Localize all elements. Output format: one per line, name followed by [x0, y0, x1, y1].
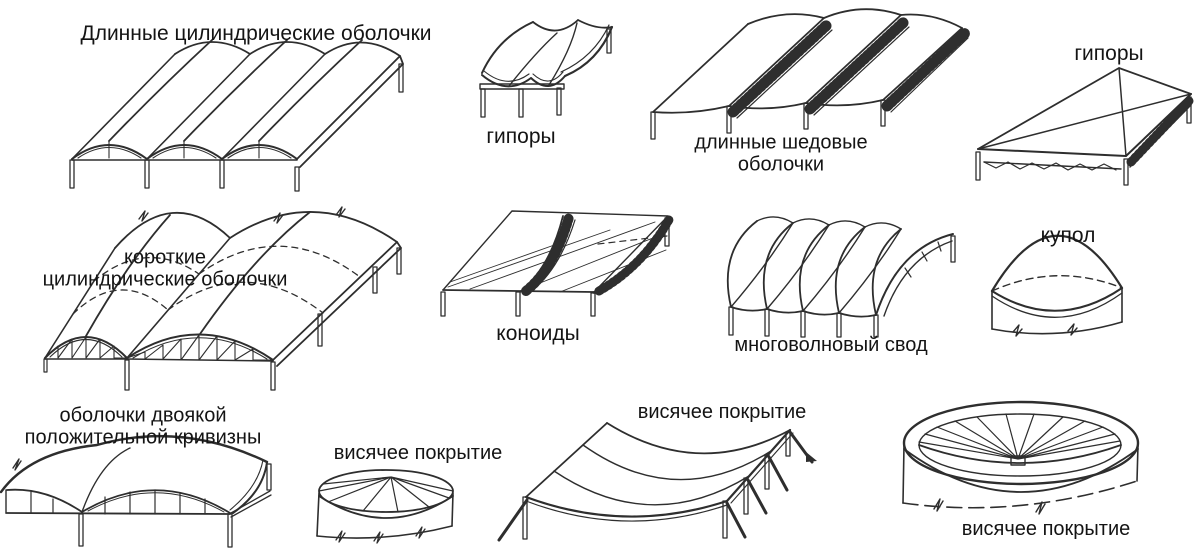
label-text: купол: [1040, 224, 1096, 248]
label-long-shed-shells: длинные шедовые оболочки: [694, 132, 867, 177]
label-short-cylindrical-shells: короткие цилиндрические оболочки: [43, 247, 288, 292]
label-text: коноиды: [496, 322, 580, 346]
label-text: висячее покрытие: [333, 441, 503, 464]
hypar-diamond-drawing: [975, 67, 1194, 186]
label-conoids: коноиды: [496, 322, 579, 346]
label-text: короткие: [123, 246, 207, 269]
label-text: положительной кривизны: [24, 427, 262, 449]
label-text: висячее покрытие: [637, 400, 807, 423]
label-text: многоволновый свод: [734, 333, 928, 356]
label-text: длинные шедовые: [694, 131, 868, 154]
multi-wave-vault-drawing: [726, 216, 956, 338]
label-hanging-roof-dish: висячее покрытие: [962, 518, 1131, 540]
label-multi-wave-vault: многоволновый свод: [734, 334, 927, 356]
hanging-roof-round-drawing: [316, 469, 454, 544]
hanging-roof-dish-drawing: [902, 400, 1140, 515]
dome-drawing: [990, 234, 1124, 337]
double-positive-curvature-shells-drawing: [0, 434, 272, 548]
label-text: гипоры: [486, 125, 556, 149]
label-text: оболочки: [737, 154, 825, 176]
long-cylindrical-shells-drawing: [69, 39, 404, 192]
label-hypar-diamond: гипоры: [1074, 42, 1143, 66]
hypars-pair-drawing: [479, 19, 614, 118]
long-shed-shells-drawing: [650, 8, 971, 140]
label-dome: купол: [1041, 224, 1096, 248]
label-text: висячее покрытие: [961, 517, 1131, 540]
label-long-cylindrical-shells: Длинные цилиндрические оболочки: [80, 22, 431, 46]
label-text: гипоры: [1074, 42, 1144, 66]
short-cylindrical-shells-drawing: [43, 206, 402, 391]
label-hanging-roof-saddle: висячее покрытие: [638, 401, 807, 423]
label-text: цилиндрические оболочки: [42, 269, 288, 291]
label-hypars-pair: гипоры: [486, 125, 555, 149]
hanging-roof-saddle-drawing: [497, 422, 817, 542]
label-double-positive-curvature-shells: оболочки двоякой положительной кривизны: [25, 405, 262, 450]
label-hanging-roof-round: висячее покрытие: [334, 442, 503, 464]
label-text: оболочки двоякой: [59, 404, 227, 427]
label-text: Длинные цилиндрические оболочки: [80, 22, 432, 46]
conoids-drawing: [440, 210, 675, 317]
